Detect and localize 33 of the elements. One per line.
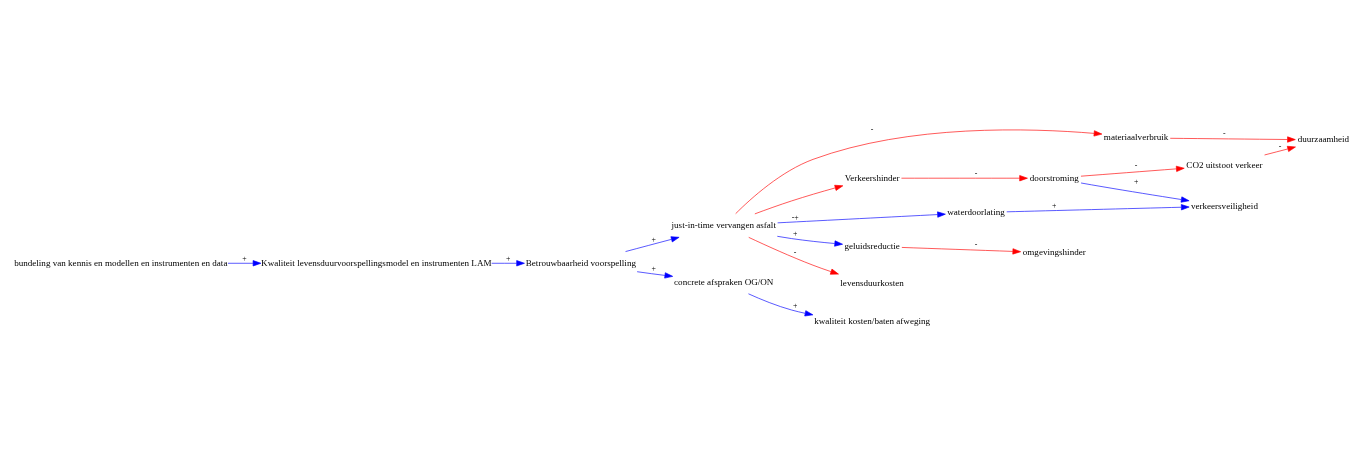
node-text: geluidsreductie: [844, 240, 900, 251]
arrow: [491, 260, 525, 267]
node-text: CO2 uitstoot verkeer: [1186, 159, 1263, 170]
arrow: [777, 211, 946, 224]
node-text: Betrouwbaarheid voorspelling: [525, 257, 636, 268]
node-text: Verkeershinder: [844, 172, 900, 183]
node-text: verkeersveiligheid: [1190, 200, 1258, 211]
arrow: [748, 293, 814, 317]
node-text: waterdoorlating: [947, 207, 1005, 218]
node-text: kwaliteit kosten/baten afweging: [814, 316, 931, 327]
arrow: [748, 237, 839, 275]
node-text: Kwaliteit levensduurvoorspellingsmodel en instrumenten LAM: [261, 257, 492, 268]
node-text: doorstroming: [1029, 172, 1079, 183]
arrow: [1080, 182, 1190, 203]
arrow: [227, 260, 262, 267]
arrow: [1080, 165, 1185, 177]
node-text: omgevingshinder: [1022, 247, 1086, 258]
node-text: materiaalverbruik: [1103, 132, 1169, 143]
arrow: [625, 236, 680, 252]
arrow: [777, 236, 843, 247]
node-text: duurzaamheid: [1297, 134, 1350, 145]
arrow: [1006, 204, 1190, 213]
node-text: concrete afspraken OG/ON: [674, 276, 774, 287]
arrow: [1264, 145, 1296, 156]
node-text: just-in-time vervangen asfalt: [671, 220, 776, 231]
node-text: levensduurkosten: [840, 278, 904, 289]
arrow: [754, 184, 844, 215]
arrow: [636, 271, 673, 279]
arrow: [901, 247, 1021, 255]
arrow: [901, 175, 1028, 182]
arrow: [735, 129, 1103, 214]
arrow: [1169, 136, 1296, 143]
node-text: bundeling van kennis en modellen en instrumenten en data: [14, 257, 228, 268]
